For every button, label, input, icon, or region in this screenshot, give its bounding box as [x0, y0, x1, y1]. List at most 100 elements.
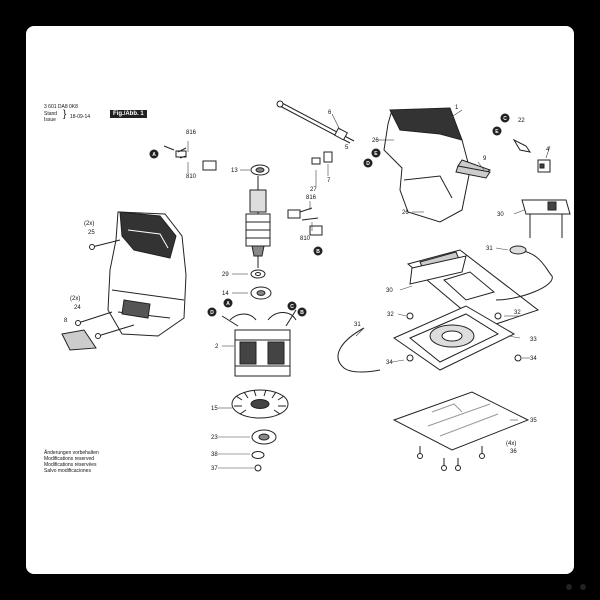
callout: 4 [546, 147, 550, 153]
callout: 1 [455, 105, 459, 111]
callout: 816 [186, 130, 197, 136]
screw-24-b [95, 324, 135, 339]
pad-frame-33 [392, 305, 516, 371]
bracket-30-top [521, 199, 571, 238]
connector-letter: B [300, 310, 304, 316]
bracket-30-middle [409, 255, 467, 285]
callout-numbers: 816 810 13 6 26 5 1 22 9 27 7 4 26 30 (2… [64, 105, 550, 472]
callout: (4x) [506, 441, 516, 447]
header-brace: } [63, 109, 67, 120]
field-coil-2 [221, 309, 297, 377]
callout: 9 [483, 156, 487, 162]
callout: 15 [211, 406, 218, 412]
screw-37 [254, 464, 262, 472]
connector-letter: A [152, 152, 156, 158]
page-indicator-dot [580, 584, 586, 590]
callout: 30 [386, 288, 393, 294]
washer-29 [250, 269, 266, 279]
callout: 29 [222, 272, 229, 278]
screw-25 [89, 239, 121, 250]
callout: 37 [211, 466, 218, 472]
bearing-14 [250, 286, 272, 300]
small-part-27 [311, 157, 321, 165]
small-part-7 [323, 151, 333, 163]
callout: 32 [514, 310, 521, 316]
shaft-6 [276, 100, 355, 144]
callout: 34 [386, 360, 393, 366]
carbon-brushes-top [163, 145, 217, 171]
screw-32-left [406, 312, 414, 320]
screw-34-left [406, 354, 414, 362]
callout: 33 [530, 337, 537, 343]
modification-note-fr: Modifications réservées [44, 462, 97, 468]
callout: 36 [510, 449, 517, 455]
callout: 25 [88, 230, 95, 236]
leader-lines [187, 109, 551, 469]
fan-15 [231, 389, 289, 419]
callout: 14 [222, 291, 229, 297]
callout: 810 [300, 236, 311, 242]
label-plate-8 [61, 329, 97, 351]
screw-34-right [514, 354, 522, 362]
sanding-pad-35 [392, 391, 530, 451]
callout: 38 [211, 452, 218, 458]
issue-label: Issue [44, 117, 56, 123]
connector-letter: E [374, 151, 378, 157]
bearing-13 [250, 164, 270, 176]
callout: 7 [327, 178, 331, 184]
connector-letter: E [495, 129, 499, 135]
callout: 8 [64, 318, 68, 324]
modification-note-en: Modifications reserved [44, 456, 95, 462]
screw-24-a [75, 311, 113, 326]
callout: 34 [530, 356, 537, 362]
connector-letter: A [226, 301, 230, 307]
washer-38 [251, 451, 265, 459]
callout: 816 [306, 195, 317, 201]
connector-letter: C [503, 116, 507, 122]
callout: 6 [328, 110, 332, 116]
callout: 2 [215, 344, 219, 350]
callout: 24 [74, 305, 81, 311]
doc-number: 3 601 DA8 0K8 [44, 104, 78, 110]
callout: 30 [497, 212, 504, 218]
page-indicator-dot [566, 584, 572, 590]
bearing-23 [251, 429, 277, 445]
connector-letter: C [290, 304, 294, 310]
callout: 31 [354, 322, 361, 328]
clamp-wire-31-left [337, 327, 381, 373]
issue-date: 18-09-14 [70, 114, 91, 120]
callout: 26 [402, 210, 409, 216]
clamp-lever [509, 245, 527, 255]
connector-letter: B [316, 249, 320, 255]
callout: (2x) [70, 296, 80, 302]
callout: 31 [486, 246, 493, 252]
stand-label: Stand [44, 111, 58, 117]
callout: 35 [530, 418, 537, 424]
callout: 22 [518, 118, 525, 124]
switch-4 [537, 159, 551, 173]
connector-letter: D [210, 310, 214, 316]
callout: 5 [345, 145, 349, 151]
callout: 810 [186, 174, 197, 180]
figure-label: Fig./Abb. 1 [110, 110, 147, 118]
modification-note-es: Salvo modificaciones [44, 468, 91, 474]
callout: 26 [372, 138, 379, 144]
housing-half-right [383, 107, 492, 223]
connector-letter: D [366, 161, 370, 167]
housing-half-left [107, 211, 187, 337]
label-9 [455, 165, 491, 179]
carbon-brushes-middle [287, 207, 323, 236]
modification-note-de: Änderungen vorbehalten [44, 450, 99, 456]
callout: 32 [387, 312, 394, 318]
callout: 13 [231, 168, 238, 174]
armature [245, 176, 271, 268]
connector-markers: A B C D E E C A B D [149, 113, 510, 317]
callout: 23 [211, 435, 218, 441]
callout: 27 [310, 187, 317, 193]
screws-36 [417, 446, 485, 471]
screw-32-right [494, 312, 502, 320]
callout: (2x) [84, 221, 94, 227]
cable-clip-22 [512, 138, 532, 153]
